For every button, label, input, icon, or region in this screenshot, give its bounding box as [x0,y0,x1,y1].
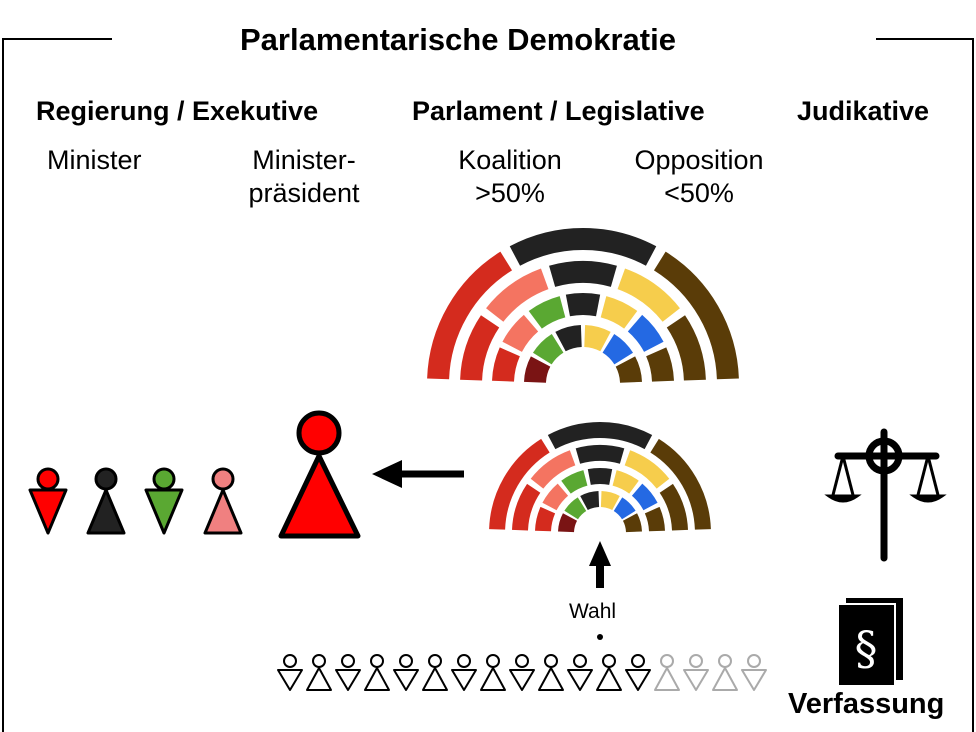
label-coalition-line1: Koalition [458,145,562,175]
parliament-top-seat-arc [645,347,674,383]
parliament-top-seat-arc [600,296,638,329]
parliament-top-seat-arc [653,251,739,380]
voter-row [277,654,767,691]
parliament-top-seat-arc [617,268,680,323]
voter-figure [567,654,593,691]
parliament-top-seat-arc [427,251,513,380]
voter-figure [509,654,535,691]
parliament-top-seat-arc [627,314,664,353]
arrow-up-icon [589,541,611,588]
heading-legislative: Parlament / Legislative [412,96,705,126]
voter-figure [277,654,303,691]
parliament-top-seat-arc [509,228,657,266]
label-opposition-line1: Opposition [634,145,764,175]
voter-figure [596,654,622,691]
parliament-bottom-seat-arc [600,491,620,511]
arrow-left-icon [372,460,464,488]
parliament-bottom-seat-arc [547,422,653,450]
parliament-bottom-seat-arc [613,497,636,520]
voter-figure [451,654,477,691]
minister-figure-red [28,467,68,535]
parliament-top-seat-arc [502,314,539,353]
parliament-top-seat-arc [486,268,549,323]
label-election: Wahl [569,600,617,623]
parliament-top-seat-arc [524,356,551,384]
paragraph-symbol: § [855,621,878,675]
parliament-bottom-seat-arc [580,491,600,511]
constitution-book-icon: § [837,598,903,687]
label-pm-line2: präsident [248,178,360,208]
minister-figure-green [144,467,184,535]
parliament-bottom-seat-arc [631,483,658,511]
frame-right [972,38,974,732]
parliament-bottom-seat-arc [512,483,541,531]
frame-top-right [876,38,974,40]
label-pm-line1: Minister- [252,145,356,175]
label-coalition: Koalition >50% [440,144,580,210]
parliament-bottom-seat-arc [530,450,576,489]
voter-figure [654,654,680,691]
label-opposition-line2: <50% [664,178,734,208]
parliament-bottom-seat-arc [561,470,588,494]
frame-top-left [2,38,112,40]
parliament-bottom-seat-arc [644,506,665,532]
scales-icon [824,428,947,562]
parliament-top-seat-arc [532,333,564,365]
parliament-top-seat-arc [666,315,706,381]
heading-judicative: Judikative [797,96,930,126]
parliament-top-seat-arc [460,315,500,381]
prime-minister-figure [278,410,361,539]
parliament-bottom-seat-arc [659,483,688,531]
label-minister: Minister [47,145,142,175]
voter-figure [422,654,448,691]
heading-executive: Regierung / Exekutive [36,96,319,126]
parliament-bottom-seat-arc [622,513,642,533]
parliament-bottom-seat-arc [587,467,613,485]
parliament-bottom-seat-arc [564,497,587,520]
voter-figure [335,654,361,691]
parliament-top-seat-arc [492,347,521,383]
voter-figure [480,654,506,691]
label-coalition-line2: >50% [475,178,545,208]
voter-figure [683,654,709,691]
label-opposition: Opposition <50% [614,144,784,210]
parliament-bottom-seat-arc [612,470,639,494]
election-dot [597,634,603,640]
parliament-top-seat-arc [555,325,583,352]
parliament-bottom-seat-arc [535,506,556,532]
parliament-bottom-seat-arc [624,450,670,489]
voter-figure [538,654,564,691]
parliament-bottom [489,422,711,533]
label-constitution: Verfassung [788,688,945,720]
voter-figure [712,654,738,691]
parliament-bottom-seat-arc [558,513,578,533]
parliament-top-seat-arc [528,296,566,329]
parliament-bottom-seat-arc [489,438,550,530]
parliament-bottom-seat-arc [542,483,569,511]
parliament-top-seat-arc [583,325,611,352]
parliament-top [427,228,739,384]
parliament-top-seat-arc [602,333,634,365]
voter-figure [625,654,651,691]
minister-figure-black [86,467,126,535]
parliament-top-seat-arc [615,356,642,384]
parliament-bottom-seat-arc [575,445,625,464]
voter-figure [364,654,390,691]
voter-figure [306,654,332,691]
label-pm: Minister- präsident [232,144,376,210]
parliament-top-seat-arc [565,293,601,317]
voter-figure [741,654,767,691]
parliament-top-seat-arc [549,260,617,287]
frame-left [2,38,4,732]
parliament-bottom-seat-arc [650,438,711,530]
page-title: Parlamentarische Demokratie [240,22,676,57]
minister-figure-pink [203,467,243,535]
voter-figure [393,654,419,691]
